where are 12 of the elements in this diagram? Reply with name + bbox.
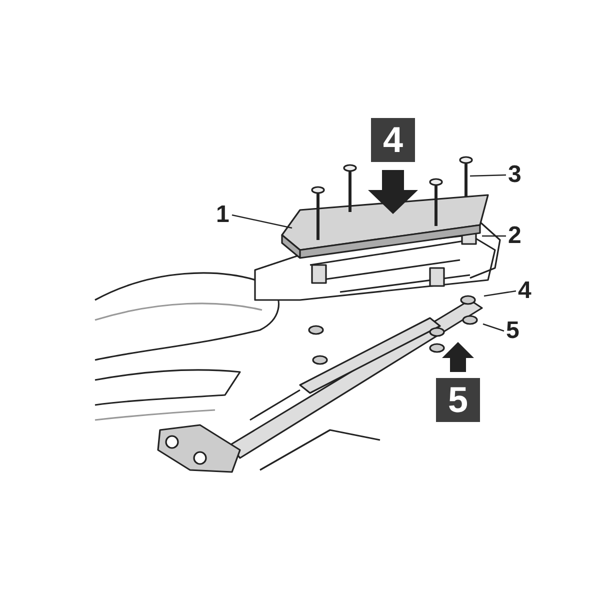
leader-line	[482, 235, 506, 237]
callout-number: 3	[508, 162, 522, 188]
leader-line	[232, 214, 292, 229]
callout-number: 5	[506, 318, 520, 344]
leader-line	[484, 290, 516, 297]
step-number: 4	[371, 118, 415, 162]
leader-line	[482, 323, 504, 332]
callout-number: 2	[508, 223, 522, 249]
leader-line	[470, 174, 506, 177]
callout-number: 4	[518, 278, 532, 304]
step-number: 5	[436, 378, 480, 422]
callout-number: 1	[216, 202, 230, 228]
